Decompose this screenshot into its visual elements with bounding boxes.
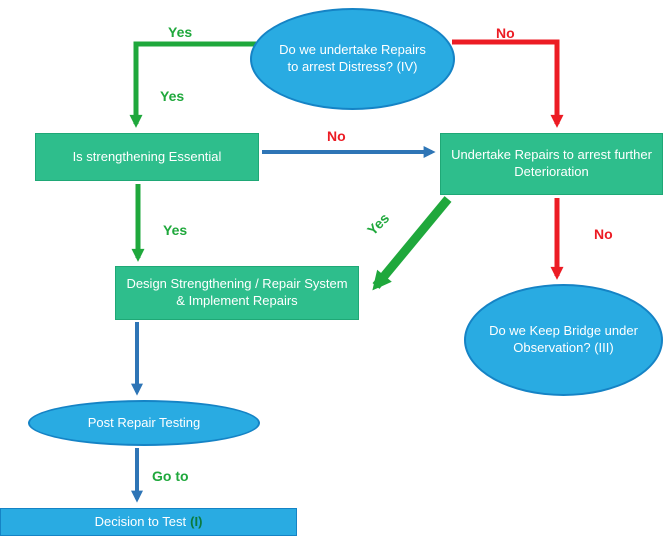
node-text: Decision to Test	[94, 513, 187, 529]
label-yes-middle-left: Yes	[163, 222, 188, 238]
label-no-top-right: No	[496, 25, 515, 41]
node-text: Is strengthening Essential	[72, 148, 222, 164]
node-text: Do we undertake Repairs to arrest Distre…	[279, 42, 426, 74]
node-undertake-repairs-question: Do we undertake Repairs to arrest Distre…	[250, 8, 455, 110]
label-yes-upper-left: Yes	[160, 88, 185, 104]
node-design-strengthening: Design Strengthening / Repair System & I…	[115, 266, 359, 320]
arrow-yes-question-to-strengthening	[129, 41, 256, 128]
node-text: Post Repair Testing	[87, 414, 201, 430]
node-text: Undertake Repairs to arrest further Dete…	[451, 147, 652, 179]
node-strengthening-essential: Is strengthening Essential	[35, 133, 259, 181]
label-no-middle: No	[327, 128, 346, 144]
node-text-suffix: (I)	[190, 513, 203, 529]
label-no-right: No	[594, 226, 613, 242]
arrow-yes-undertake-to-design	[372, 196, 452, 291]
node-decision-to-test: Decision to Test (I)	[0, 508, 297, 536]
node-undertake-repairs-action: Undertake Repairs to arrest further Dete…	[440, 133, 663, 195]
node-text: Do we Keep Bridge under Observation? (II…	[489, 323, 638, 355]
label-yes-top: Yes	[168, 24, 193, 40]
label-go-to: Go to	[152, 468, 189, 484]
node-post-repair-testing: Post Repair Testing	[28, 400, 260, 446]
arrow-no-question-to-undertake	[452, 39, 564, 128]
node-keep-bridge-observation: Do we Keep Bridge under Observation? (II…	[464, 284, 663, 396]
node-text: Design Strengthening / Repair System & I…	[126, 276, 348, 308]
